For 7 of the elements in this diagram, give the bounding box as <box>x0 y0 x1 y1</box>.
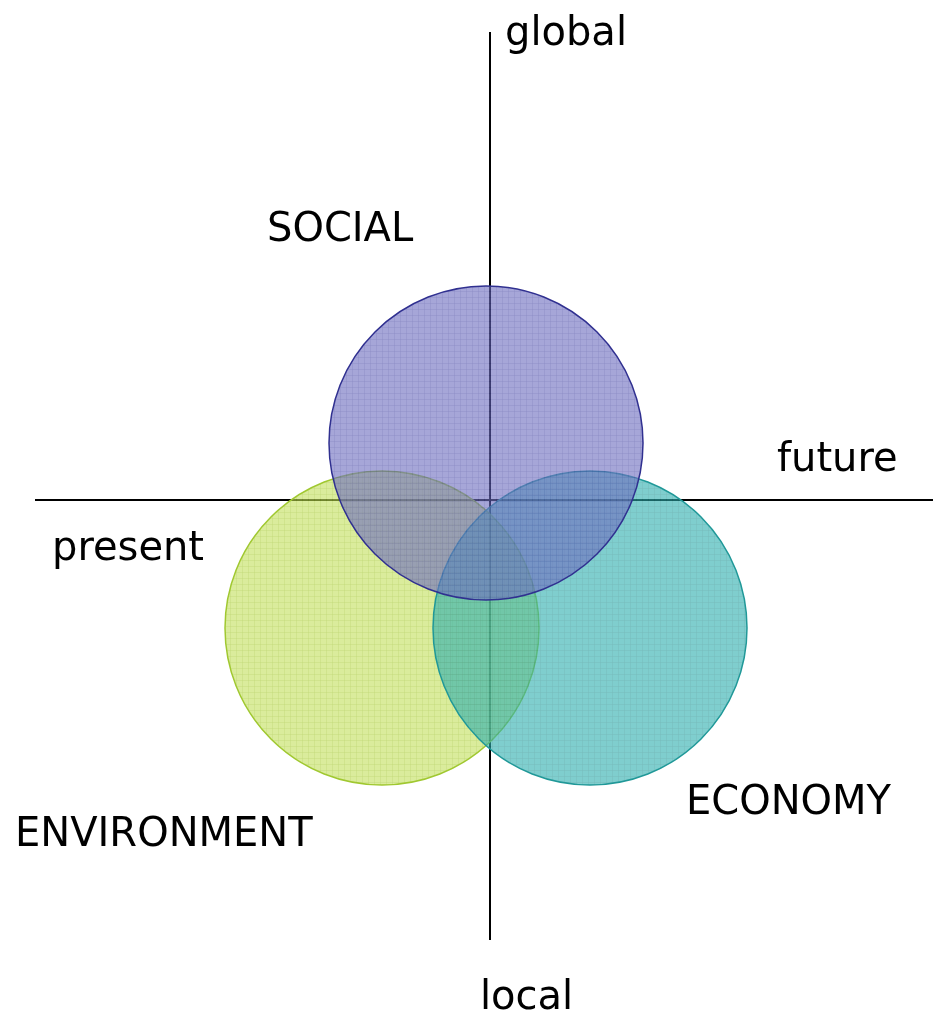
circle-label: SOCIAL <box>267 204 414 250</box>
axis-label: present <box>52 523 205 569</box>
axis-label: global <box>505 8 627 54</box>
circle-label: ECONOMY <box>686 777 892 823</box>
axis-label: local <box>480 972 574 1015</box>
circle-label: ENVIRONMENT <box>15 809 313 855</box>
axis-label: future <box>777 434 898 480</box>
